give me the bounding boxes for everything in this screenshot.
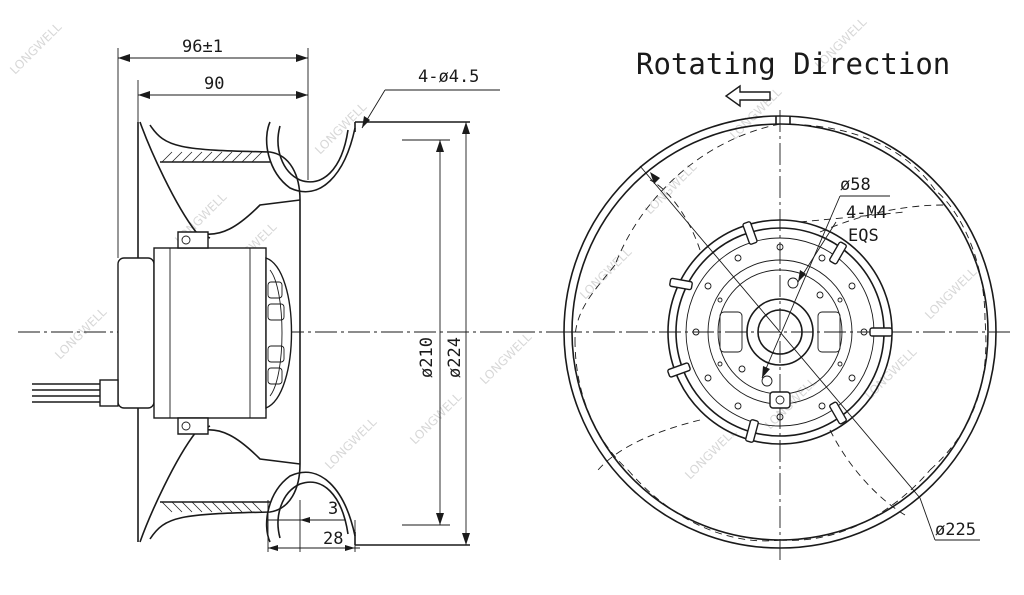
hub-bore-outer <box>746 298 814 366</box>
watermark-text: LONGWELL <box>7 20 64 77</box>
mount-holes-label: 4-ø4.5 <box>418 67 479 87</box>
mount-bracket-bottom <box>177 417 209 435</box>
mounting-pins <box>667 221 893 443</box>
side-view: 96±1 90 4-ø4.5 <box>18 37 560 552</box>
cable-boss <box>769 391 791 409</box>
hub-diameter-label: ø58 <box>840 175 871 195</box>
thread-spec-label: 4-M4 <box>846 203 887 223</box>
watermark-text: LONGWELL <box>922 265 979 322</box>
rotating-direction-title: Rotating Direction <box>636 47 950 81</box>
hatching-top <box>161 151 263 163</box>
leader-line-thread <box>797 221 837 283</box>
rotor-fins <box>267 281 285 385</box>
shroud-top <box>149 124 301 201</box>
arrowhead <box>118 54 130 62</box>
watermark-text: LONGWELL <box>477 330 534 387</box>
cable-gland <box>99 379 119 407</box>
leader-line-fan-diameter <box>639 165 921 499</box>
watermark-text: LONGWELL <box>577 245 634 302</box>
front-view: Rotating Direction <box>560 47 1010 560</box>
vent-holes <box>692 243 868 421</box>
power-cable <box>32 379 119 407</box>
arrowhead <box>436 140 444 152</box>
arrowhead <box>268 545 278 551</box>
shroud-bottom <box>149 463 301 540</box>
watermark-text: LONGWELL <box>322 415 379 472</box>
arrowhead <box>462 533 470 545</box>
watermark-text: LONGWELL <box>407 390 464 447</box>
bracket-screw <box>181 235 191 245</box>
fan-diameter-label: ø225 <box>935 520 976 540</box>
screw-hole <box>816 291 824 299</box>
watermark-text: LONGWELL <box>312 100 369 157</box>
inner-diameter-label: ø210 <box>417 337 437 378</box>
motor-housing <box>153 247 267 419</box>
mount-bracket-top <box>177 231 209 249</box>
leader-line <box>919 497 936 541</box>
leader-line <box>799 211 906 223</box>
screw-hole <box>761 375 773 387</box>
cable-boss-hole <box>775 395 785 405</box>
motor-rotor-dome <box>265 257 293 410</box>
arrowhead <box>296 54 308 62</box>
impeller-length-label: 90 <box>204 74 224 94</box>
thread-spacing-label: EQS <box>848 226 879 246</box>
inlet-ring-top <box>265 121 356 193</box>
arrowhead <box>462 122 470 134</box>
arrowhead <box>345 545 355 551</box>
outer-diameter-label: ø224 <box>445 337 465 378</box>
arrowhead <box>436 513 444 525</box>
blade-root-bottom <box>195 429 301 465</box>
blade-edge-top <box>139 121 211 239</box>
screw-hole <box>787 277 799 289</box>
bracket-screw <box>181 421 191 431</box>
watermark-text: LONGWELL <box>52 305 109 362</box>
blade-curves <box>574 123 987 542</box>
outer-ring <box>563 115 997 549</box>
inlet-depth-label: 28 <box>323 529 343 549</box>
watermark-text: LONGWELL <box>862 345 919 402</box>
overall-length-label: 96±1 <box>182 37 223 57</box>
inlet-ring-bottom <box>265 471 356 543</box>
arrowhead <box>138 91 150 99</box>
leader-line-hub <box>761 195 841 379</box>
hub-window <box>719 311 743 353</box>
inlet-ring-bottom-inner <box>277 481 349 539</box>
arrowhead <box>762 366 770 378</box>
arrowhead <box>798 270 806 282</box>
hub-window <box>817 311 841 353</box>
inlet-ring-top-inner <box>277 125 349 183</box>
hub-bore <box>757 309 803 355</box>
hatching-bottom <box>161 501 263 513</box>
blade-edge-bottom <box>139 425 211 543</box>
arrowhead <box>650 172 660 184</box>
rotor-contour <box>269 269 283 397</box>
screw-hole <box>738 365 746 373</box>
rotation-arrow-icon <box>724 84 771 108</box>
motor-end-cap <box>117 257 155 409</box>
arrowhead <box>296 91 308 99</box>
flange-thickness-label: 3 <box>328 499 338 519</box>
arrowhead <box>300 517 310 523</box>
